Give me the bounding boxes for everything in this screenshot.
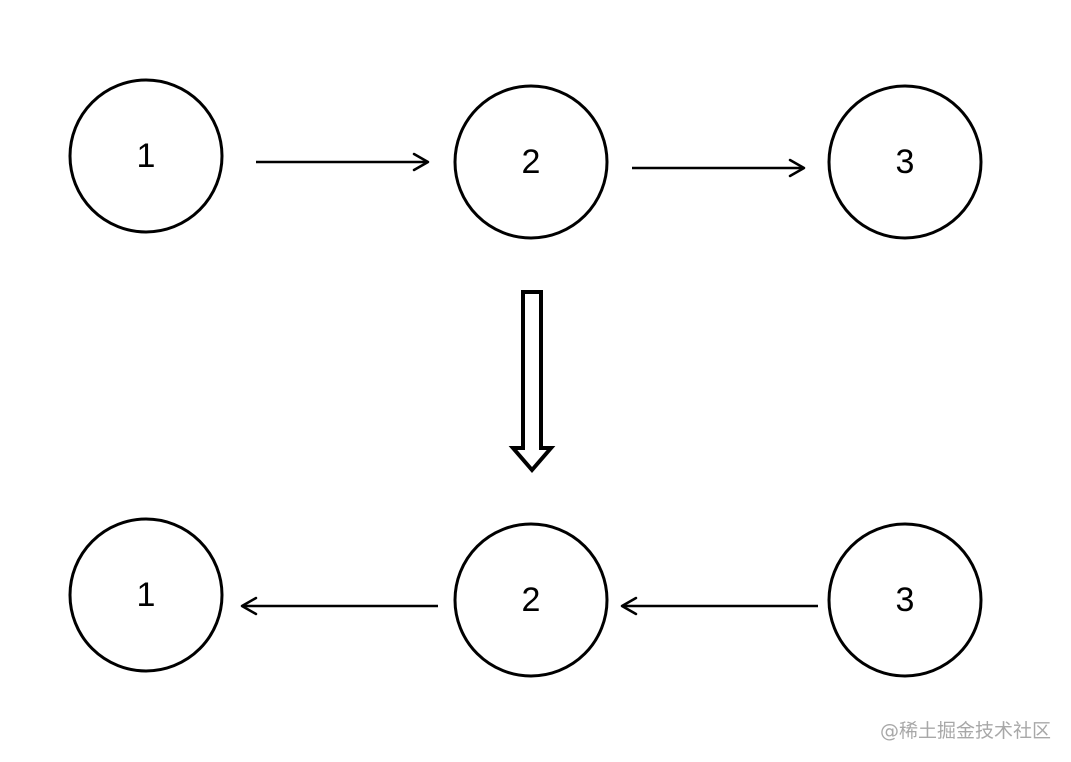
bottom-edge-2-to-1 [240, 596, 438, 616]
watermark-text: @稀土掘金技术社区 [879, 720, 1051, 742]
bottom-node-3-label: 3 [896, 581, 915, 619]
bottom-node-1-label: 1 [137, 576, 156, 614]
bottom-node-3: 3 [827, 522, 983, 678]
top-row: 1 2 3 [68, 78, 983, 240]
bottom-row: 1 2 3 [68, 517, 983, 678]
top-node-3-circle [827, 84, 983, 240]
bottom-edge-2-to-1-arrowhead [240, 596, 258, 616]
top-node-2-label: 2 [522, 143, 541, 181]
transform-down-arrow [508, 290, 556, 474]
bottom-node-3-circle [827, 522, 983, 678]
bottom-edge-3-to-2-arrowhead [620, 596, 638, 616]
top-edge-1-to-2 [256, 152, 430, 172]
bottom-node-2-circle [453, 522, 609, 678]
bottom-node-2: 2 [453, 522, 609, 678]
bottom-node-2-label: 2 [522, 581, 541, 619]
bottom-edge-3-to-2 [620, 596, 818, 616]
top-edge-1-to-2-arrowhead [412, 152, 430, 172]
top-edge-2-to-3-arrowhead [788, 158, 806, 178]
bottom-node-1-circle [68, 517, 224, 673]
top-node-3: 3 [827, 84, 983, 240]
top-node-1-circle [68, 78, 224, 234]
top-edge-2-to-3 [632, 158, 806, 178]
top-node-2: 2 [453, 84, 609, 240]
bottom-node-1: 1 [68, 517, 224, 673]
top-node-2-circle [453, 84, 609, 240]
top-node-1: 1 [68, 78, 224, 234]
top-node-1-label: 1 [137, 137, 156, 175]
top-node-3-label: 3 [896, 143, 915, 181]
